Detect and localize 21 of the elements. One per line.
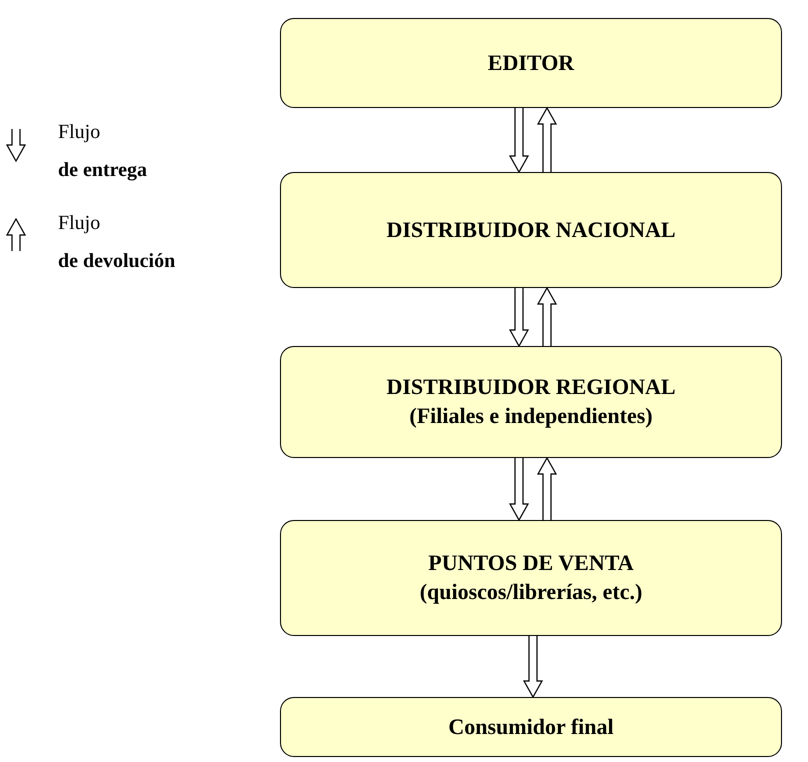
box-text: (Filiales e independientes) xyxy=(409,402,653,430)
legend-text: Flujo de entrega xyxy=(58,120,148,183)
box-text: DISTRIBUIDOR REGIONAL xyxy=(386,373,676,402)
box-text: (quioscos/librerías, etc.) xyxy=(420,578,642,606)
arrow xyxy=(536,456,558,521)
box-text: PUNTOS DE VENTA xyxy=(428,549,634,578)
process-box xyxy=(280,520,782,636)
arrow xyxy=(508,287,530,348)
arrow xyxy=(536,106,558,173)
process-box xyxy=(280,172,782,288)
process-box xyxy=(280,697,782,757)
process-box xyxy=(280,346,782,458)
arrow xyxy=(522,635,544,698)
legend-text: Flujo de devolución xyxy=(58,211,176,274)
arrow xyxy=(536,286,558,347)
box-text: EDITOR xyxy=(488,48,574,77)
box-text: DISTRIBUIDOR NACIONAL xyxy=(386,216,676,244)
process-box xyxy=(280,18,782,108)
arrow xyxy=(508,457,530,522)
arrow xyxy=(508,107,530,174)
box-text: Consumidor final xyxy=(448,712,614,741)
